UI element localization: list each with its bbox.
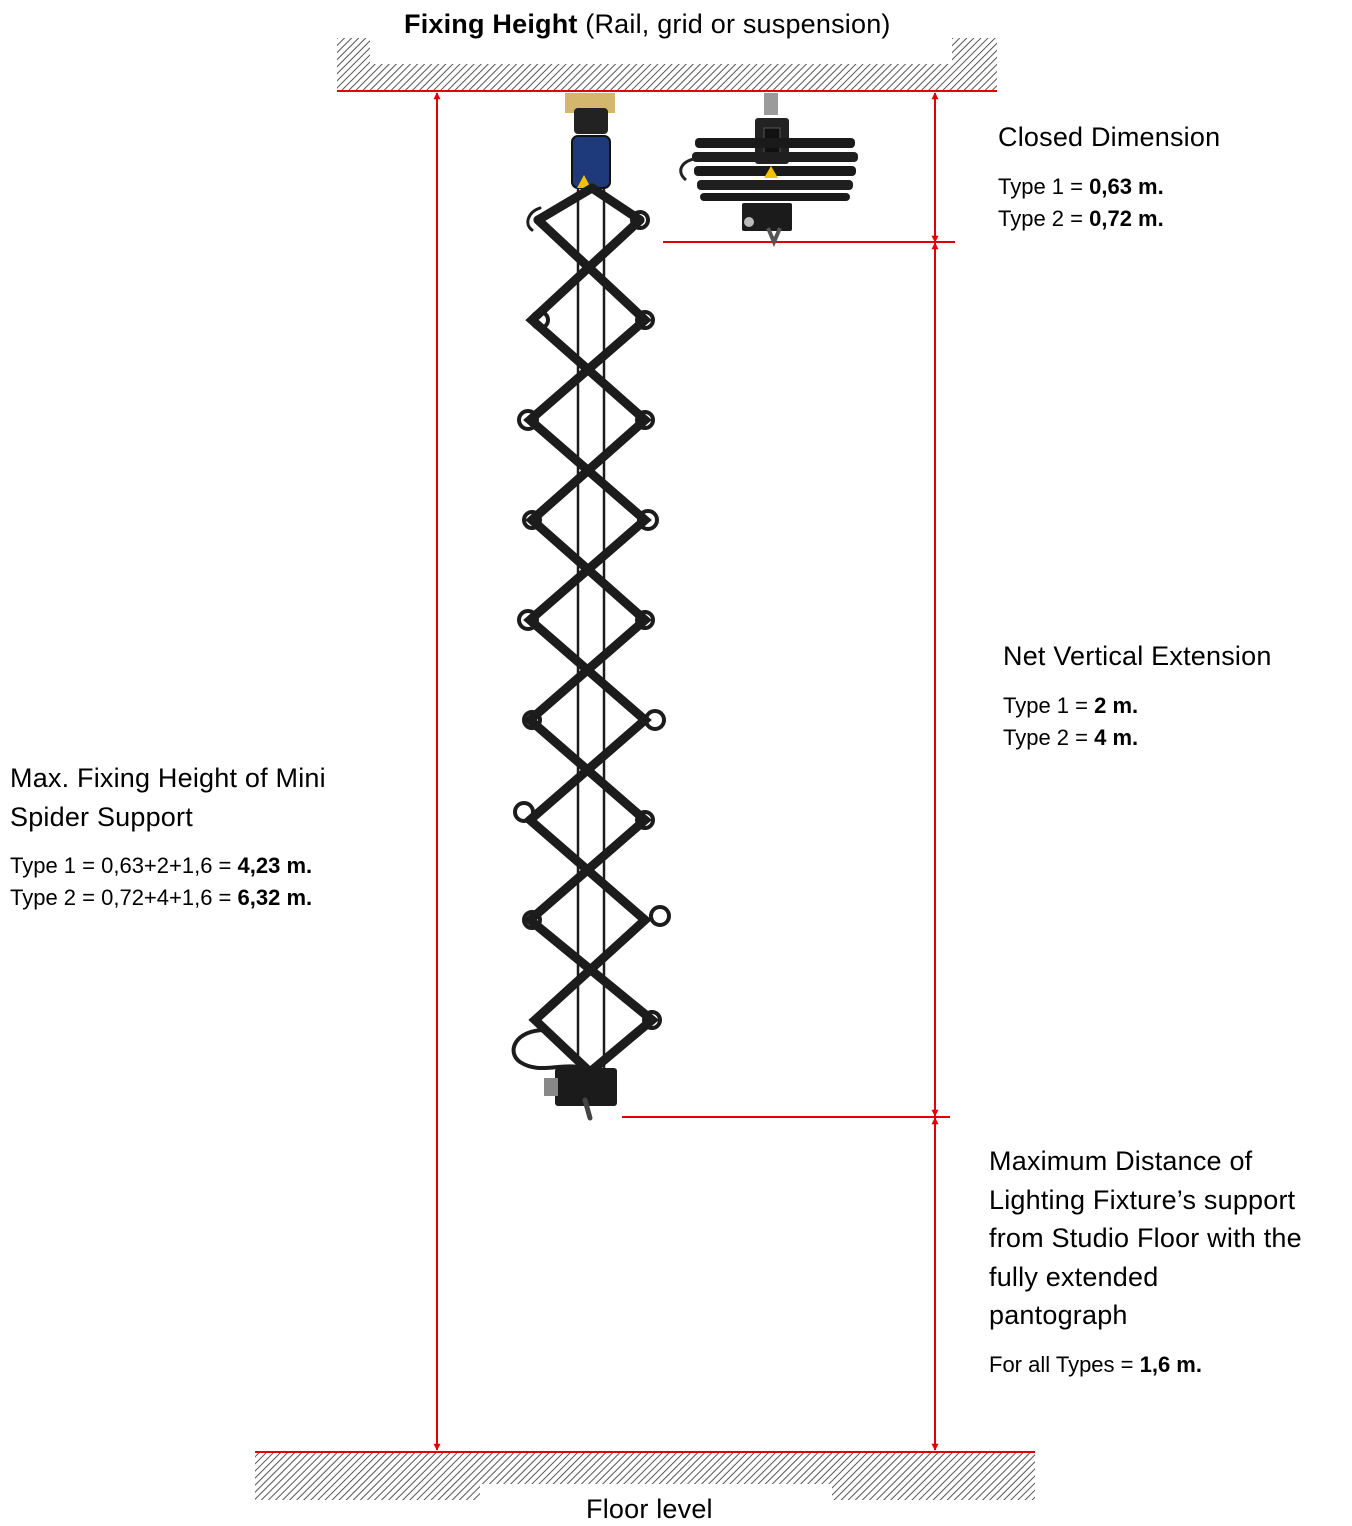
closed-type2-value: 0,72 m. [1089, 206, 1164, 231]
floor-level-label: Floor level [586, 1494, 713, 1524]
max-fixing-type1-prefix: Type 1 = 0,63+2+1,6 = [10, 853, 238, 878]
fixing-height-label: Fixing Height (Rail, grid or suspension) [404, 9, 891, 40]
net-type1-prefix: Type 1 = [1003, 693, 1095, 718]
max-distance-line1: Maximum Distance of [989, 1146, 1253, 1176]
max-fixing-type2-value: 6,32 m. [237, 885, 313, 910]
closed-type1: Type 1 = 0,63 m. [998, 174, 1164, 200]
max-distance-value-prefix: For all Types = [989, 1352, 1140, 1377]
max-distance-value-number: 1,6 m. [1139, 1352, 1202, 1377]
max-fixing-type2-prefix: Type 2 = 0,72+4+1,6 = [10, 885, 238, 910]
max-distance-line3: from Studio Floor with the [989, 1223, 1302, 1253]
max-distance-value: For all Types = 1,6 m. [989, 1352, 1202, 1378]
max-distance-line5: pantograph [989, 1300, 1128, 1330]
closed-type1-prefix: Type 1 = [998, 174, 1090, 199]
net-type1: Type 1 = 2 m. [1003, 693, 1138, 719]
closed-type2-prefix: Type 2 = [998, 206, 1090, 231]
max-fixing-type1-value: 4,23 m. [237, 853, 313, 878]
closed-pantograph-image [679, 93, 858, 248]
max-fixing-type1: Type 1 = 0,63+2+1,6 = 4,23 m. [10, 853, 312, 879]
floor-slab [255, 1451, 1035, 1526]
net-type1-value: 2 m. [1094, 693, 1139, 718]
net-type2-prefix: Type 2 = [1003, 725, 1095, 750]
net-type2: Type 2 = 4 m. [1003, 725, 1138, 751]
closed-type2: Type 2 = 0,72 m. [998, 206, 1164, 232]
closed-type1-value: 0,63 m. [1089, 174, 1164, 199]
ceiling-rail [337, 30, 997, 92]
closed-dimension-title: Closed Dimension [998, 122, 1221, 152]
fixing-height-label-bold: Fixing Height [404, 9, 578, 39]
fixing-height-label-rest: (Rail, grid or suspension) [577, 9, 891, 39]
max-distance-line4: fully extended [989, 1262, 1159, 1292]
extended-pantograph-image [511, 93, 671, 1121]
dimension-lines [433, 92, 955, 1451]
max-fixing-title-line1: Max. Fixing Height of Mini [10, 763, 326, 793]
max-fixing-title-line2: Spider Support [10, 802, 193, 832]
max-distance-line2: Lighting Fixture’s support [989, 1185, 1296, 1215]
net-type2-value: 4 m. [1094, 725, 1139, 750]
max-fixing-type2: Type 2 = 0,72+4+1,6 = 6,32 m. [10, 885, 312, 911]
net-extension-title: Net Vertical Extension [1003, 641, 1272, 671]
